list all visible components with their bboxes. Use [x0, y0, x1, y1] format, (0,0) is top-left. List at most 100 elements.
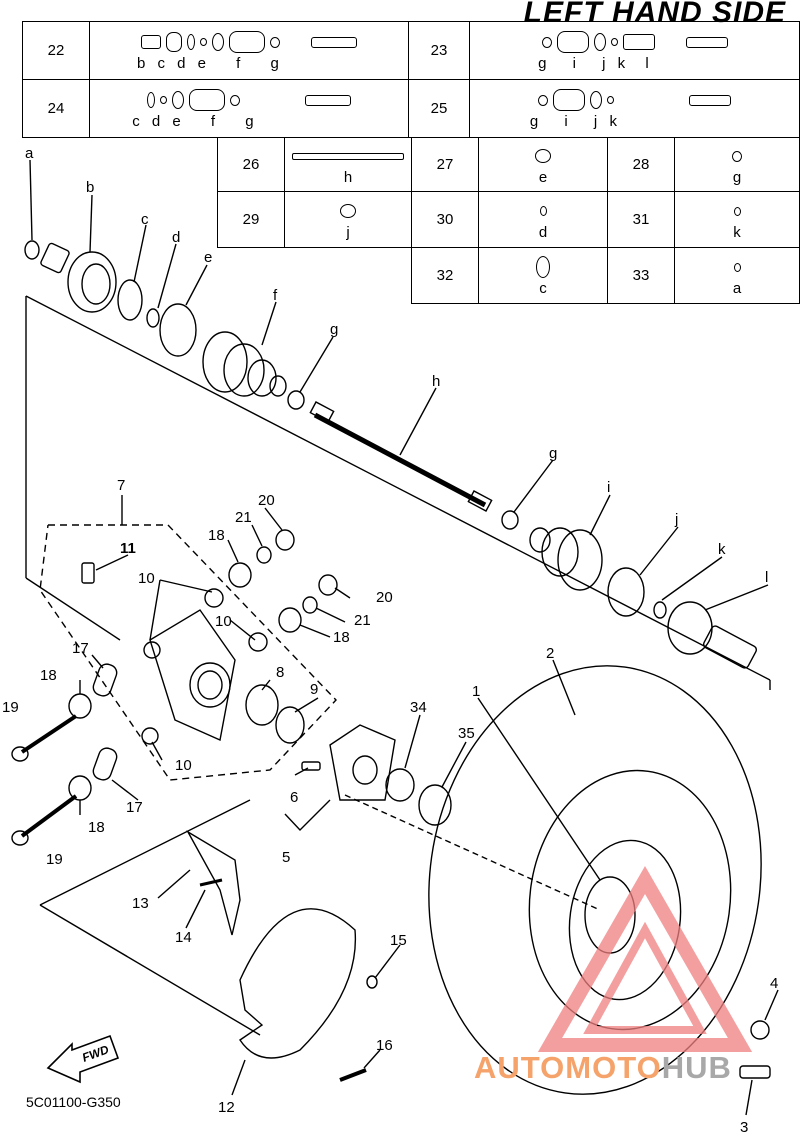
bellows-icon: [229, 31, 265, 53]
kit-22-icons: [90, 29, 408, 55]
part-j-band: [607, 567, 645, 617]
band-icon: [172, 91, 184, 109]
part-2-tire: [428, 665, 762, 1095]
label-b: b: [86, 179, 94, 196]
part-b-cv-joint: [40, 242, 117, 313]
label-i: i: [607, 479, 610, 496]
band-icon: [590, 91, 602, 109]
label-21-a: 21: [235, 509, 252, 526]
grease-tube-icon: [305, 94, 351, 106]
part-11-nipple: [81, 562, 95, 584]
label-8: 8: [276, 664, 284, 681]
kit-num-32: 32: [411, 247, 479, 304]
label-9: 9: [310, 681, 318, 698]
joint-icon: [141, 35, 161, 49]
label-17-b: 17: [126, 799, 143, 816]
kit-table: 22 b c d e f g 23: [22, 21, 800, 138]
part-35-cap: [418, 784, 452, 826]
label-18-d: 18: [88, 819, 105, 836]
part-a-circlip: [24, 240, 40, 260]
frame-line-top: [25, 295, 771, 681]
small-band-icon: [732, 150, 742, 162]
label-18-a: 18: [208, 527, 225, 544]
part-h-shaft: [309, 401, 493, 512]
label-5: 5: [282, 849, 290, 866]
small-kit-table: 26 h 27 e 28 g 29 j 30 d 31 k: [217, 137, 800, 304]
kit-num-22: 22: [22, 21, 90, 80]
part-f-boot: [202, 331, 287, 397]
ring-icon: [733, 206, 741, 216]
part-34-nut: [385, 768, 415, 802]
part-9-circlip: [275, 706, 305, 744]
label-6: 6: [290, 789, 298, 806]
part-8-bearing: [245, 684, 279, 726]
part-12-disc-cover: [239, 908, 357, 1059]
boot-icon: [166, 32, 182, 52]
part-g-band: [287, 390, 305, 410]
ring-icon: [200, 38, 207, 46]
part-5-hub: [329, 724, 396, 801]
part-l-joint: [667, 601, 757, 669]
label-13: 13: [132, 895, 149, 912]
kit-24-parts: c d e f g: [89, 79, 409, 138]
label-20-a: 20: [258, 492, 275, 509]
kit-24-icons: [90, 87, 408, 113]
clip-icon: [187, 34, 195, 50]
kit-num-31: 31: [607, 191, 675, 248]
fwd-arrow-icon: FWD: [46, 1034, 120, 1084]
part-knuckle: [149, 609, 236, 741]
label-d: d: [172, 229, 180, 246]
label-18-b: 18: [333, 629, 350, 646]
kit-26-parts: h: [284, 137, 412, 192]
label-a: a: [25, 145, 34, 162]
label-g-2: g: [549, 445, 557, 462]
kit-28-parts: g: [674, 137, 800, 192]
bellows-icon: [556, 31, 589, 53]
label-7: 7: [117, 477, 125, 494]
kit-33-parts: a: [674, 247, 800, 304]
kit-num-23: 23: [408, 21, 470, 80]
kit-23-icons: [470, 29, 799, 55]
label-j: j: [674, 511, 678, 528]
kit-num-25: 25: [408, 79, 470, 138]
label-16: 16: [376, 1037, 393, 1054]
clip-icon: [147, 92, 155, 108]
label-17-a: 17: [72, 640, 89, 657]
part-13-guard: [186, 830, 241, 936]
small-band-icon: [270, 36, 280, 48]
kit-num-29: 29: [217, 191, 285, 248]
small-band-icon: [230, 94, 240, 106]
kit-num-27: 27: [411, 137, 479, 192]
kit-31-parts: k: [674, 191, 800, 248]
kit-num-24: 24: [22, 79, 90, 138]
label-14: 14: [175, 929, 192, 946]
label-e: e: [204, 249, 212, 266]
kit-num-33: 33: [607, 247, 675, 304]
part-c-clip: [117, 279, 143, 321]
part-i-boot: [529, 527, 603, 591]
part-16-bolt: [339, 1068, 367, 1082]
kit-29-parts: j: [284, 191, 412, 248]
band-icon: [535, 149, 551, 163]
kit-25-letters: g i j k: [529, 113, 617, 130]
watermark-text: AUTOMOTOHUB: [474, 1050, 732, 1085]
label-21-b: 21: [354, 612, 371, 629]
ring-icon: [733, 262, 741, 272]
watermark-logo-icon: [537, 865, 753, 1052]
kit-22-parts: b c d e f g: [89, 21, 409, 80]
joint-icon: [622, 34, 655, 50]
bellows-icon: [553, 89, 585, 111]
part-letter-labels: a b c d e f g h g i j k l: [25, 145, 768, 586]
label-l: l: [765, 569, 768, 586]
part-e-band: [159, 303, 197, 357]
part-g-band-right: [501, 510, 519, 530]
grease-tube-icon: [689, 94, 731, 106]
band-icon: [593, 33, 606, 51]
ring-icon: [607, 96, 614, 104]
label-12: 12: [218, 1099, 235, 1116]
small-band-icon: [538, 94, 548, 106]
label-10-b: 10: [215, 613, 232, 630]
kit-30-parts: d: [478, 191, 608, 248]
label-1: 1: [472, 683, 480, 700]
